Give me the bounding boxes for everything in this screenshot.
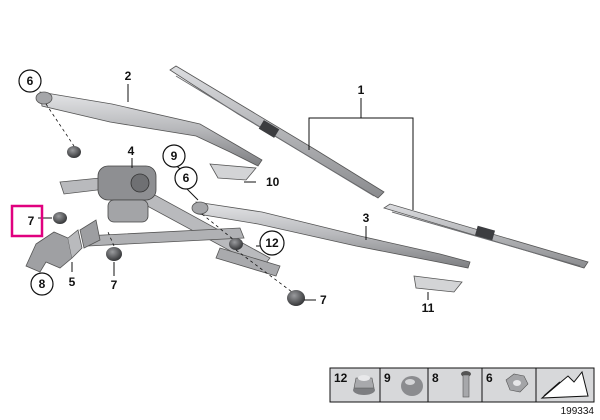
- callout-12: 12: [259, 230, 285, 256]
- wiper-linkage-4: [59, 165, 281, 277]
- callout-7c: 7: [320, 293, 327, 307]
- svg-text:12: 12: [265, 236, 279, 250]
- legend-item-6: 6: [486, 371, 529, 393]
- legend-strip: 12 9 8 6: [329, 367, 595, 403]
- callout-3: 3: [363, 211, 370, 225]
- hex-nut-icon: [505, 373, 529, 393]
- svg-text:6: 6: [486, 371, 493, 385]
- cover-10: [209, 163, 257, 181]
- wiper-blade-lower: [383, 203, 589, 269]
- callout-9: 9: [162, 144, 186, 168]
- callout-1: 1: [358, 83, 365, 97]
- bracket-5: [25, 229, 83, 273]
- callout-10: 10: [266, 175, 280, 189]
- svg-text:7: 7: [28, 214, 35, 228]
- svg-text:9: 9: [171, 149, 178, 163]
- svg-text:8: 8: [39, 277, 46, 291]
- callout-2: 2: [125, 69, 132, 83]
- legend-item-arrow: [540, 370, 589, 399]
- callout-6a: 6: [18, 69, 42, 93]
- callout-11: 11: [422, 301, 435, 315]
- wiper-arm-3: [191, 201, 471, 269]
- nut-7c: [287, 290, 305, 306]
- callout-7b: 7: [111, 278, 118, 292]
- callout-8: 8: [30, 272, 54, 296]
- hex-nut-flange-icon: [353, 375, 375, 395]
- svg-text:8: 8: [432, 371, 439, 385]
- wiper-blade-upper: [169, 65, 385, 199]
- rivet-icon: [461, 371, 471, 398]
- callout-1-leader: [308, 98, 414, 210]
- nut-upper: [67, 146, 81, 158]
- dashed-guides: [45, 103, 293, 293]
- callout-6b: 6: [174, 166, 198, 190]
- svg-text:6: 6: [27, 74, 34, 88]
- legend-item-12: 12: [334, 371, 375, 395]
- callout-4: 4: [128, 144, 135, 158]
- svg-text:12: 12: [334, 371, 348, 385]
- callout-7a-highlighted[interactable]: 7: [10, 204, 44, 238]
- nut-7a: [53, 212, 67, 224]
- diagram-id: 199334: [561, 406, 595, 417]
- arrow-tool-icon: [540, 370, 589, 399]
- legend-item-8: 8: [432, 371, 471, 398]
- nut-7b: [106, 247, 122, 261]
- nut-mid: [229, 238, 243, 250]
- svg-text:9: 9: [384, 371, 391, 385]
- wiper-arm-2: [35, 91, 263, 167]
- cover-11: [413, 275, 463, 293]
- round-cap-icon: [401, 376, 423, 396]
- callout-5: 5: [69, 275, 76, 289]
- svg-text:6: 6: [183, 171, 190, 185]
- legend-item-9: 9: [384, 371, 423, 396]
